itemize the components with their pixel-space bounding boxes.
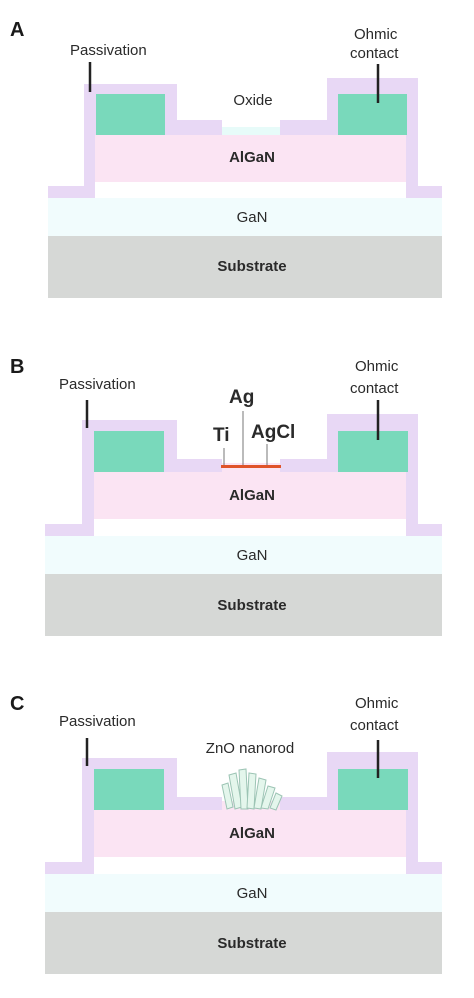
passivation-left [48,84,222,198]
ohmic-contact-right [338,94,407,135]
ohmic-label-line2: contact [350,717,399,734]
gan-label: GaN [237,547,268,564]
ohmic-contact-left [94,769,164,810]
passivation-label: Passivation [70,42,147,59]
ohmic-contact-right [338,769,408,810]
gan-layer [45,536,442,574]
algan-label: AlGaN [229,825,275,842]
substrate-layer [45,912,442,974]
substrate-label: Substrate [217,258,286,275]
ohmic-contact-left [94,431,164,472]
ohmic-label-line2: contact [350,45,399,62]
ti-label: Ti [213,425,230,446]
gan-layer [45,874,442,912]
panel-a-letter: A [10,19,24,41]
panel-c: C Passivation Ohmic contact ZnO nanorod … [10,693,442,974]
ohmic-label-line1: Ohmic [355,358,399,375]
algan-label: AlGaN [229,149,275,166]
substrate-layer [48,236,442,298]
nanorod [221,782,234,810]
algan-label: AlGaN [229,487,275,504]
substrate-layer [45,574,442,636]
ohmic-label-line2: contact [350,380,399,397]
agcl-label: AgCl [251,422,295,443]
gan-label: GaN [237,885,268,902]
passivation-label: Passivation [59,713,136,730]
nanorod [253,777,267,810]
panel-c-letter: C [10,693,24,715]
nanorod [260,785,276,810]
passivation-label: Passivation [59,376,136,393]
algan-layer [94,810,406,857]
passivation-left [45,420,222,536]
substrate-label: Substrate [217,597,286,614]
algan-layer [95,135,406,182]
oxide-layer [222,127,280,135]
panel-b-letter: B [10,356,24,378]
zno-nanorod-label: ZnO nanorod [206,740,294,757]
ohmic-label-line1: Ohmic [355,695,399,712]
ohmic-contact-right [338,431,408,472]
gan-label: GaN [237,209,268,226]
panel-b: B Passivation Ohmic contact Ag Ti AgCl A… [10,356,442,636]
nanorod [269,792,283,811]
nanorod [238,768,249,810]
gan-layer [48,198,442,236]
oxide-label: Oxide [233,92,272,109]
panel-a: A Passivation Ohmic contact Oxide AlGaN … [10,19,442,298]
ohmic-contact-left [96,94,165,135]
ohmic-label-line1: Ohmic [354,26,398,43]
zno-nanorods [221,768,283,811]
ti-ag-agcl-electrode [221,465,281,468]
nanorod [246,772,257,810]
substrate-label: Substrate [217,935,286,952]
ag-label: Ag [229,387,254,408]
algan-layer [94,472,406,519]
passivation-left [45,758,222,874]
